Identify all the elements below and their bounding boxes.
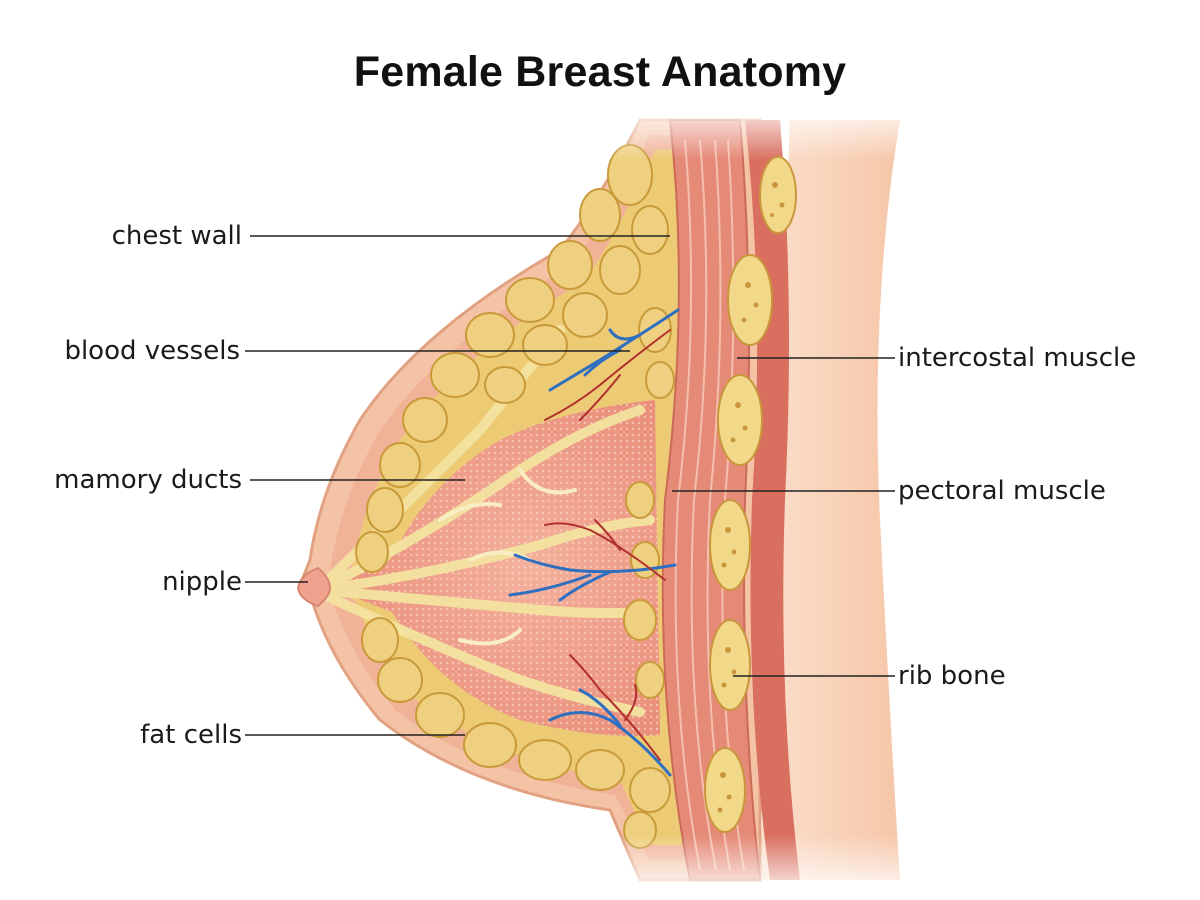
label-blood-vessels: blood vessels: [64, 336, 240, 366]
label-fat-cells: fat cells: [140, 720, 242, 750]
leader-lines: [245, 235, 895, 736]
nipple-shape: [296, 566, 332, 608]
label-rib-bone: rib bone: [898, 661, 1006, 691]
label-intercostal-muscle: intercostal muscle: [898, 343, 1137, 373]
diagram-title: Female Breast Anatomy: [353, 48, 847, 96]
fat-cells: [355, 144, 675, 849]
label-nipple: nipple: [162, 567, 242, 597]
rib-bones: [704, 156, 797, 833]
blood-vessels: [508, 308, 680, 777]
label-mamory-ducts: mamory ducts: [54, 465, 242, 495]
body-skin: [760, 120, 900, 880]
label-chest-wall: chest wall: [111, 221, 242, 251]
label-pectoral-muscle: pectoral muscle: [898, 476, 1106, 506]
